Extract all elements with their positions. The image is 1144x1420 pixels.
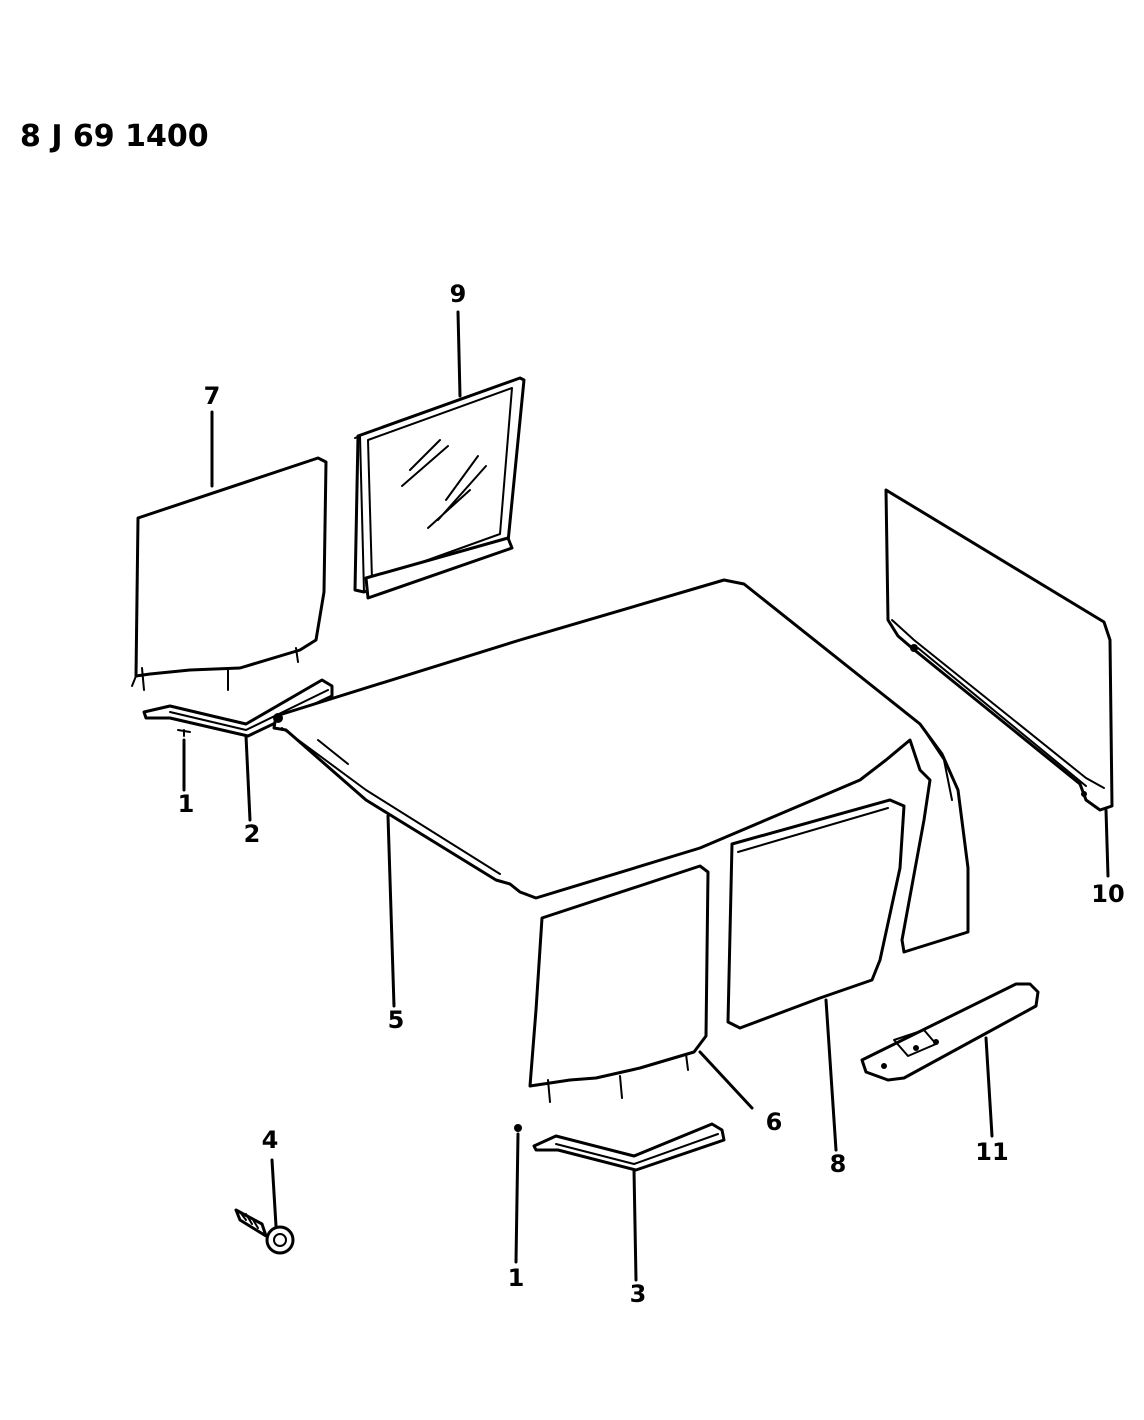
side-panel-upper-part (131, 456, 328, 691)
callout-5: 5 (388, 1006, 405, 1034)
screw-part (234, 1208, 295, 1255)
callout-3: 3 (630, 1280, 647, 1308)
sill-plate-part (860, 982, 1040, 1082)
callout-11: 11 (975, 1138, 1008, 1166)
callout-8: 8 (830, 1150, 847, 1178)
reference-code: 8 J 69 1400 (20, 119, 209, 154)
callout-1-upper: 1 (178, 790, 195, 818)
callout-9: 9 (450, 280, 467, 308)
callout-2: 2 (244, 820, 261, 848)
leader-lines (182, 310, 1110, 1282)
fastener-upper-part (177, 729, 191, 737)
side-panel-lower-part (528, 864, 710, 1103)
tailgate-panel-part (884, 488, 1114, 812)
callout-1-lower: 1 (508, 1264, 525, 1292)
callout-10: 10 (1091, 880, 1124, 908)
fastener-lower-part (514, 1124, 522, 1132)
bracket-upper-part (142, 678, 334, 738)
rear-window-part (353, 376, 526, 600)
roof-panel-part (272, 578, 970, 954)
bracket-lower-part (532, 1122, 726, 1172)
quarter-window-part (726, 798, 906, 1030)
callout-7: 7 (204, 382, 221, 410)
callout-4: 4 (262, 1126, 279, 1154)
callout-6: 6 (766, 1108, 783, 1136)
